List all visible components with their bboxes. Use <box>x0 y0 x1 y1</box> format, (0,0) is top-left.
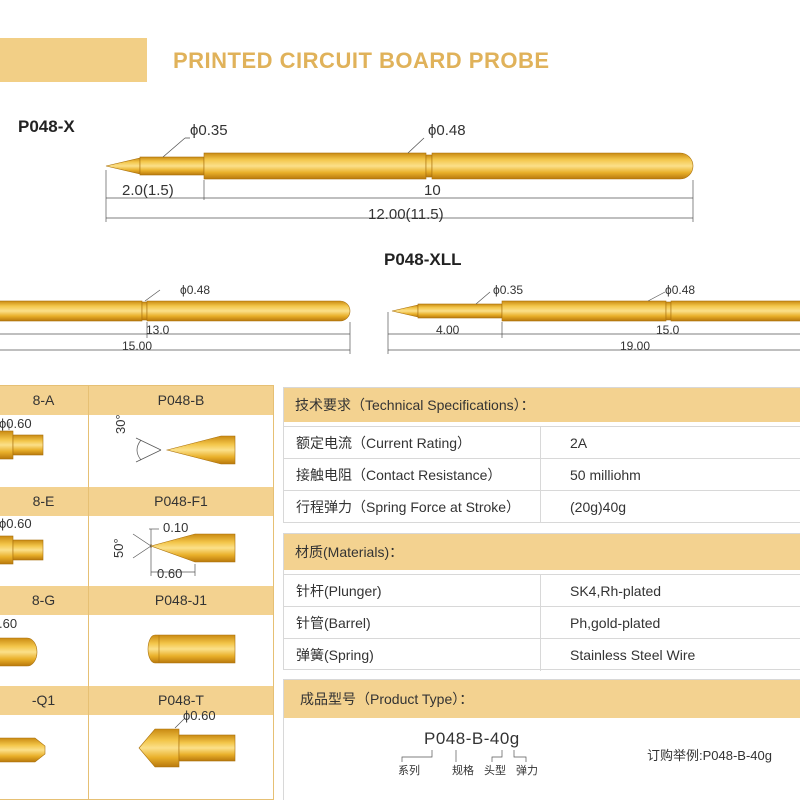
total-length-label: 12.00(11.5) <box>368 206 444 223</box>
tip-f1-dim-a: 0.10 <box>163 520 189 535</box>
materials-header: 材质(Materials)： <box>284 534 800 570</box>
tip-length-label: 2.0(1.5) <box>122 182 174 199</box>
barrel-length-label: 10 <box>424 182 441 199</box>
material-label: 针杆(Plunger) <box>296 583 382 599</box>
tip-diameter-label: ϕ0.35 <box>190 122 228 139</box>
tip-header-q1: -Q1 <box>0 686 88 715</box>
table-row: 针杆(Plunger) SK4,Rh-plated <box>284 574 800 607</box>
table-row: 行程弹力（Spring Force at Stroke） (20g)40g <box>284 490 800 523</box>
tip-header-g: 8-G <box>0 586 88 615</box>
tip-header-f1: P048-F1 <box>89 487 273 516</box>
tip-t-dim: ϕ0.60 <box>183 708 216 723</box>
xll-right-body-diameter: ϕ0.48 <box>665 283 696 297</box>
table-row: 额定电流（Current Rating） 2A <box>284 426 800 459</box>
spec-value: 2A <box>570 435 588 451</box>
tip-q1-shape <box>0 737 46 763</box>
tip-f1-shape <box>132 528 236 576</box>
xll-left-total: 15.00 <box>122 339 153 353</box>
tip-header-e: 8-E <box>0 487 88 516</box>
tip-a-dim: ϕ0.60 <box>0 416 32 431</box>
product-type-panel: 成品型号（Product Type）： <box>283 679 800 800</box>
header-accent-bar <box>0 38 147 82</box>
model-p048-xll: P048-XLL <box>384 250 462 269</box>
tip-t-shape <box>138 717 236 768</box>
label-spec: 规格 <box>452 765 474 777</box>
tip-j1-shape <box>147 634 236 664</box>
probe-xll-left-drawing <box>0 289 351 354</box>
tip-drawings <box>0 422 236 768</box>
probe-x-drawing <box>105 137 694 222</box>
tip-e-shape <box>0 535 44 565</box>
tech-specs-header: 技术要求（Technical Specifications）： <box>284 388 800 422</box>
tip-style-grid: 8-A P048-B 8-E P048-F1 8-G P048-J1 -Q1 P… <box>0 385 274 800</box>
spec-value: 50 milliohm <box>570 467 641 483</box>
tip-b-shape <box>135 435 236 465</box>
xll-right-barrel-length: 15.0 <box>656 323 680 337</box>
materials-table: 材质(Materials)： 针杆(Plunger) SK4,Rh-plated… <box>283 533 800 671</box>
tip-g-shape <box>0 637 38 667</box>
label-spring-force: 弹力 <box>516 765 538 777</box>
tip-g-dim: .60 <box>0 616 18 631</box>
material-value: SK4,Rh-plated <box>570 583 662 599</box>
xll-right-tip-diameter: ϕ0.35 <box>493 283 524 297</box>
body-diameter-label: ϕ0.48 <box>428 122 466 139</box>
product-code: P048-B-40g <box>424 729 520 748</box>
spec-label: 接触电阻（Contact Resistance） <box>296 467 502 483</box>
material-value: Stainless Steel Wire <box>570 647 696 663</box>
model-p048-x: P048-X <box>18 117 75 136</box>
tip-header-a: 8-A <box>0 386 88 415</box>
xll-left-length: 13.0 <box>146 323 170 337</box>
material-label: 弹簧(Spring) <box>296 647 374 663</box>
spec-label: 额定电流（Current Rating） <box>296 435 472 451</box>
label-series: 系列 <box>398 765 420 777</box>
material-label: 针管(Barrel) <box>296 615 371 631</box>
probe-xll-right-drawing <box>387 291 800 354</box>
tip-e-dim: ϕ0.60 <box>0 516 32 531</box>
product-type-header: 成品型号（Product Type）： <box>284 680 800 718</box>
table-row: 针管(Barrel) Ph,gold-plated <box>284 606 800 639</box>
tip-header-b: P048-B <box>89 386 273 415</box>
table-row: 接触电阻（Contact Resistance） 50 milliohm <box>284 458 800 491</box>
xll-right-tip-length: 4.00 <box>436 323 460 337</box>
xll-right-total: 19.00 <box>620 339 651 353</box>
order-example: 订购举例:P048-B-40g <box>647 748 772 763</box>
xll-left-diameter: ϕ0.48 <box>180 283 211 297</box>
page-title: PRINTED CIRCUIT BOARD PROBE <box>173 48 550 73</box>
material-value: Ph,gold-plated <box>570 615 661 631</box>
label-head-type: 头型 <box>484 765 506 777</box>
tip-f1-dim-b: 0.60 <box>157 566 183 581</box>
tip-header-t: P048-T <box>89 686 273 715</box>
tip-header-j1: P048-J1 <box>89 586 273 615</box>
table-row: 弹簧(Spring) Stainless Steel Wire <box>284 638 800 671</box>
spec-label: 行程弹力（Spring Force at Stroke） <box>296 499 521 515</box>
spec-value: (20g)40g <box>570 499 627 515</box>
tech-specs-table: 技术要求（Technical Specifications）： 额定电流（Cur… <box>283 387 800 523</box>
tip-a-shape <box>0 422 44 460</box>
